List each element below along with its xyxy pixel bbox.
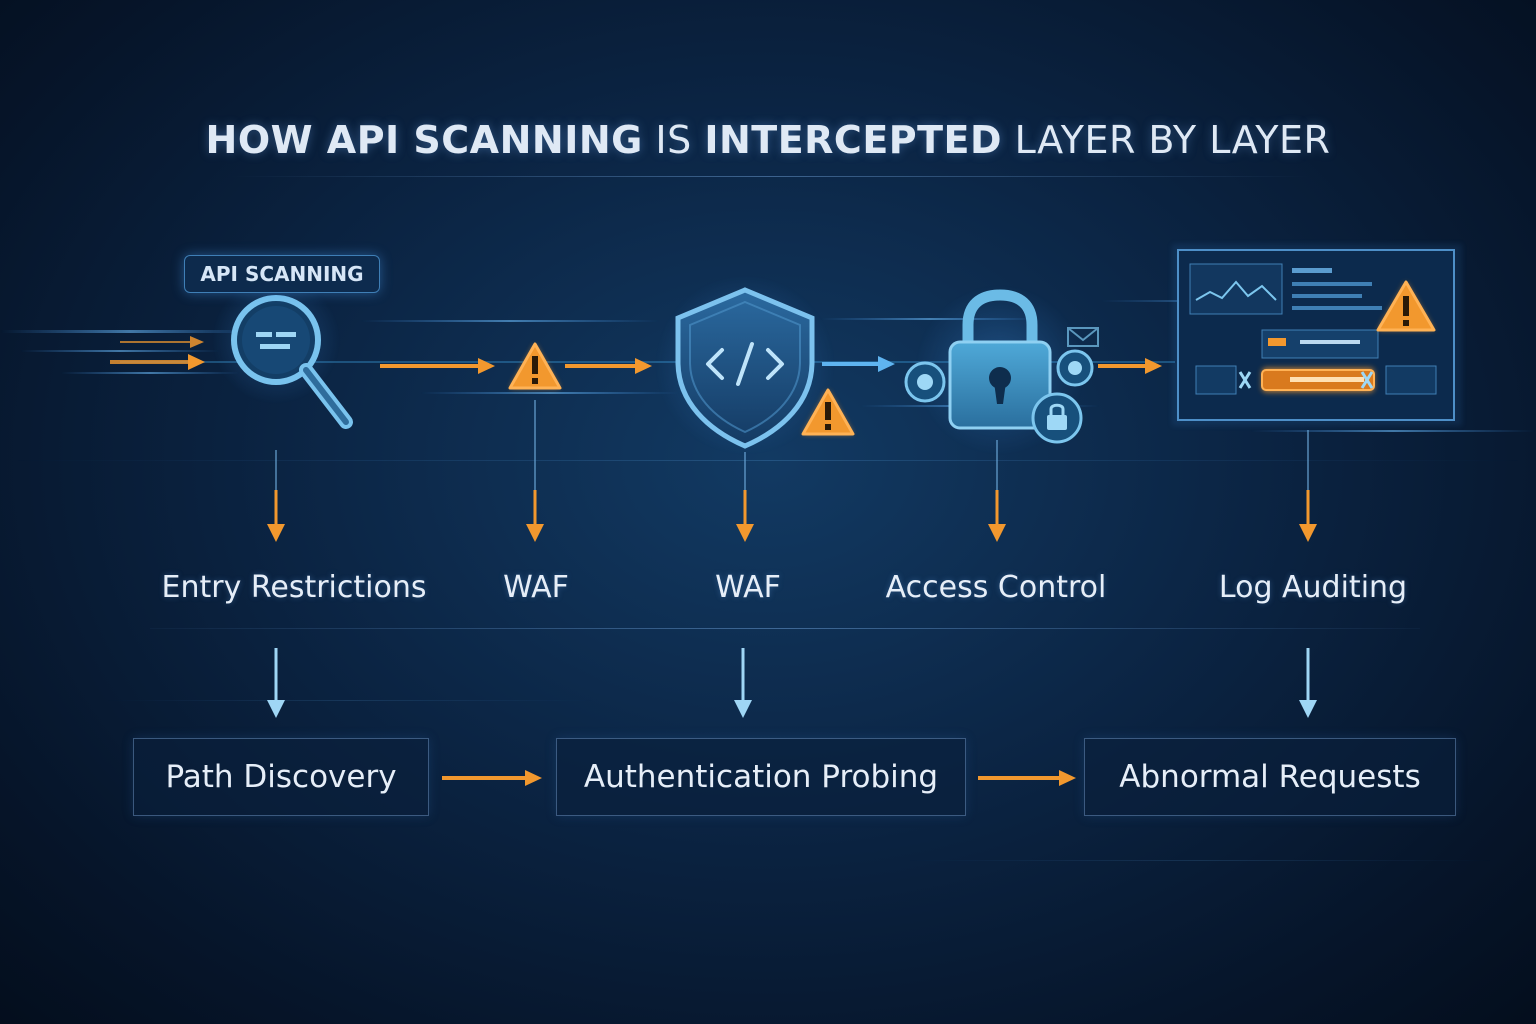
flow-arrow-3 [565,358,652,374]
right-arrow [978,770,1076,786]
section-divider [150,628,1420,629]
step-box-abnormal-requests: Abnormal Requests [1084,738,1456,816]
envelope-icon [1067,327,1099,347]
badge-icon [904,361,946,403]
down-arrow [1299,648,1317,718]
stage-arrows [267,400,1317,542]
stage-label-entry-restrictions: Entry Restrictions [161,570,427,605]
stage-label-waf-2: WAF [715,570,781,605]
title-part-4: LAYER BY LAYER [1014,118,1331,162]
scanner-tag: API SCANNING [184,255,380,293]
down-arrow [1299,430,1317,542]
title-part-2: IS [655,118,692,162]
right-arrow [442,770,542,786]
title-underline [230,176,1310,177]
stage-label-access-control: Access Control [885,570,1107,605]
page-title: HOW API SCANNING IS INTERCEPTED LAYER BY… [0,118,1536,162]
flow-arrow-5 [1098,358,1162,374]
step-arrows [442,770,1076,786]
down-arrow [734,648,752,718]
down-arrow [526,400,544,542]
stage-label-log-auditing: Log Auditing [1218,570,1408,605]
lower-arrows [267,648,1317,718]
step-box-authentication-probing: Authentication Probing [556,738,966,816]
shield-code-icon [655,275,835,455]
flow-arrows [110,336,1162,374]
step-box-path-discovery: Path Discovery [133,738,429,816]
down-arrow [267,450,285,542]
stage-label-waf-1: WAF [503,570,569,605]
flow-arrow-1 [110,336,205,370]
title-part-3: INTERCEPTED [704,118,1003,162]
down-arrow [267,648,285,718]
small-lock-icon [1031,392,1083,444]
flow-arrow-2 [380,358,495,374]
down-arrow [736,452,754,542]
magnifier-icon [212,276,353,429]
warning-icon [801,388,855,436]
monitor-dashboard-icon [1172,244,1462,426]
down-arrow [988,440,1006,542]
warning-icon [508,342,562,390]
badge-icon [1056,349,1094,387]
warning-icon [1376,280,1436,332]
title-part-1: HOW API SCANNING [205,118,643,162]
